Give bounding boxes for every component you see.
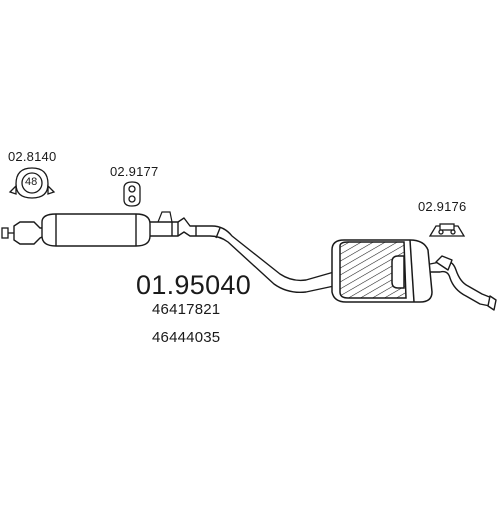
rear-silencer bbox=[331, 239, 433, 303]
oe-number-2: 46444035 bbox=[152, 329, 221, 346]
rubber-mount-front-part-number: 02.9177 bbox=[110, 164, 159, 179]
rubber-mount-rear-icon bbox=[428, 223, 466, 237]
front-silencer bbox=[13, 213, 151, 247]
inlet-stub bbox=[1, 227, 14, 239]
oe-number-1: 46417821 bbox=[152, 301, 221, 318]
clamp-part-number: 02.8140 bbox=[8, 149, 57, 164]
main-part-number: 01.95040 bbox=[136, 270, 252, 300]
clamp-icon bbox=[8, 167, 56, 199]
clamp-marking: 48 bbox=[25, 176, 38, 188]
rubber-mount-front-icon bbox=[123, 181, 141, 207]
pipe-hanger bbox=[157, 211, 173, 223]
rubber-mount-rear-part-number: 02.9176 bbox=[418, 199, 467, 214]
intermediate-pipe bbox=[150, 217, 335, 294]
tail-pipe bbox=[429, 255, 497, 311]
